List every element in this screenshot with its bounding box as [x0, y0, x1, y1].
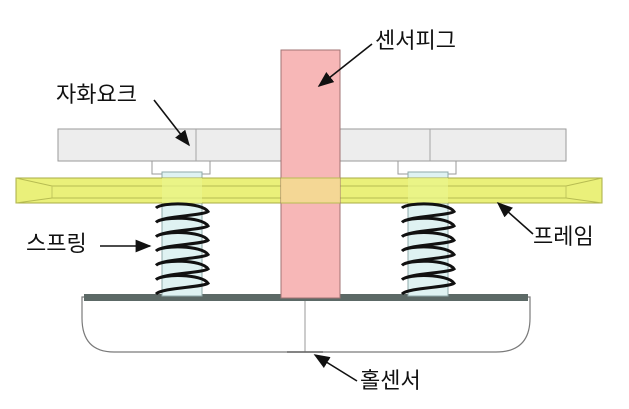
spring-coil	[400, 202, 457, 296]
frame-label: 프레임	[533, 225, 594, 250]
frame-arrow	[496, 201, 534, 235]
leader-arrows	[100, 43, 534, 382]
yoke-arrow	[153, 99, 190, 147]
sensor-piece-label: 센서피그	[375, 29, 456, 54]
spring-label: 스프링	[26, 232, 87, 257]
hall-sensor-label: 홀센서	[360, 369, 421, 394]
sensor-piece-arrow	[317, 43, 373, 87]
left-spring	[154, 202, 211, 296]
hall-sensor-arrow	[313, 354, 358, 382]
yoke-label: 자화요크	[56, 83, 137, 108]
hall-sensor-base	[81, 294, 531, 353]
right-spring	[400, 202, 457, 296]
sensor-piece	[280, 49, 341, 299]
spring-coil	[154, 202, 211, 296]
